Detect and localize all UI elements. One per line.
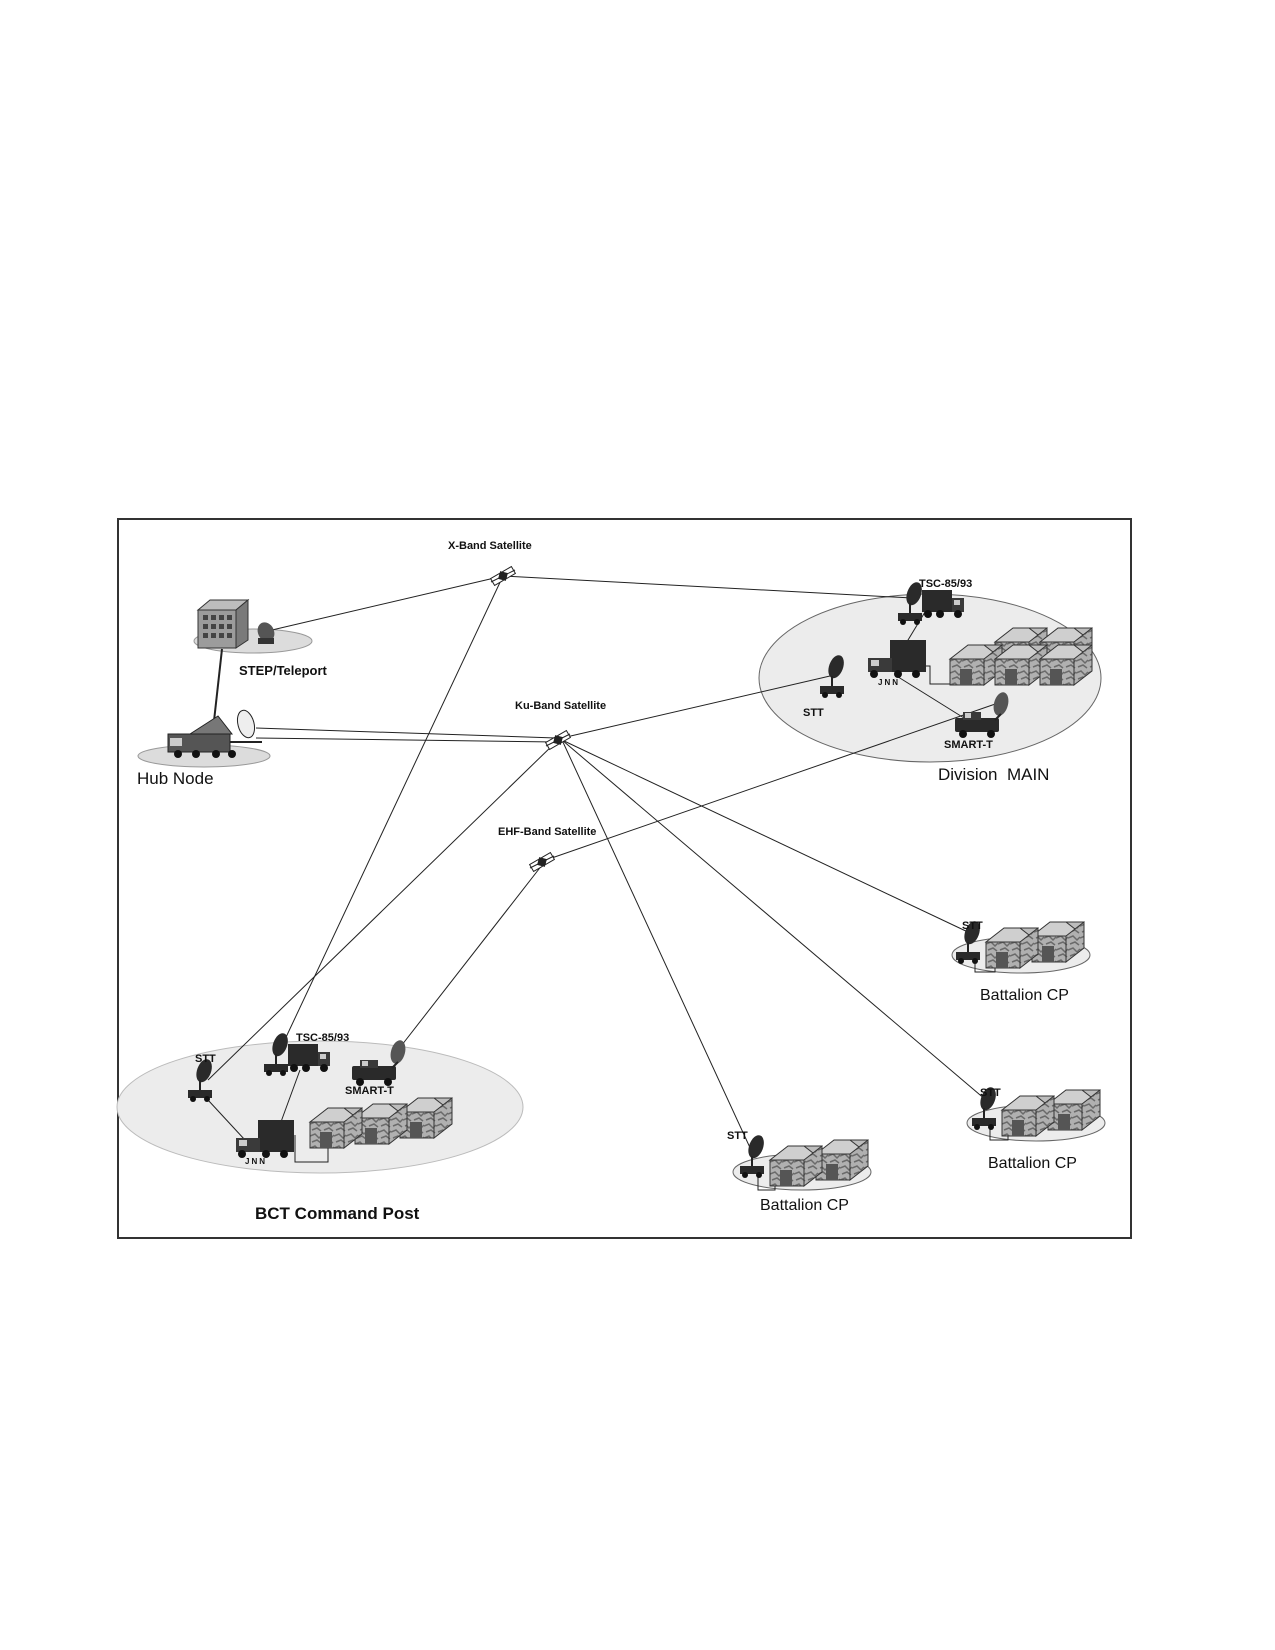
ku-band-satellite-icon — [545, 730, 571, 750]
ehf-band-satellite-icon — [529, 852, 555, 872]
link-ku-bn1 — [561, 739, 971, 934]
link-xband-bct-tsc — [279, 575, 504, 1051]
satellite-links — [207, 575, 1009, 1191]
hub-node-vehicle-icon — [167, 709, 262, 758]
link-ku-bct-stt — [207, 741, 557, 1081]
step-teleport-building-icon — [196, 598, 275, 649]
division-tsc-truck-icon — [922, 590, 964, 618]
bn2-stt-label: STT — [980, 1087, 1001, 1099]
link-ku-bn3 — [561, 739, 753, 1153]
link-step-hub — [212, 648, 223, 731]
link-bct-stt-jnn — [207, 1099, 246, 1141]
ku-band-satellite-label: Ku-Band Satellite — [515, 700, 606, 712]
hub-node-label: Hub Node — [137, 769, 214, 788]
division-main-label: Division MAIN — [938, 765, 1049, 784]
ehf-band-satellite-label: EHF-Band Satellite — [498, 826, 596, 838]
link-xband-step — [271, 575, 504, 631]
division-tsc-label: TSC-85/93 — [919, 578, 972, 590]
link-ehf-division-smart-t — [545, 701, 1002, 861]
step-teleport-label: STEP/Teleport — [239, 663, 328, 678]
bct-command-post-enclave — [116, 1040, 524, 1174]
link-ku-division-stt — [561, 675, 831, 739]
battalion-cp-2-label: Battalion CP — [988, 1155, 1077, 1172]
battalion-cp-3-label: Battalion CP — [760, 1197, 849, 1214]
link-bct-jnn-tents — [294, 1135, 329, 1163]
battalion-cp-1-label: Battalion CP — [980, 987, 1069, 1004]
link-xband-division-tsc — [502, 575, 913, 599]
x-band-satellite-label: X-Band Satellite — [448, 540, 532, 552]
link-hub-ku-b — [255, 737, 557, 743]
division-stt-label: STT — [803, 707, 824, 719]
bn1-stt-label: STT — [962, 920, 983, 932]
division-jnn-label: JNN — [878, 678, 900, 687]
link-hub-ku-a — [255, 727, 557, 739]
bct-stt-label: STT — [195, 1053, 216, 1065]
diagram-frame — [117, 518, 1132, 1239]
division-smart-t-label: SMART-T — [944, 739, 993, 751]
link-ehf-bct-smart-t — [397, 859, 547, 1051]
x-band-satellite-icon — [490, 566, 516, 586]
link-ku-bn2 — [561, 739, 987, 1101]
bn3-stt-label: STT — [727, 1130, 748, 1142]
bct-tsc-label: TSC-85/93 — [296, 1032, 349, 1044]
bct-jnn-label: JNN — [245, 1157, 267, 1166]
link-div-jnn-smart — [894, 674, 965, 719]
bct-smart-t-label: SMART-T — [345, 1085, 394, 1097]
bct-command-post-label: BCT Command Post — [255, 1204, 420, 1223]
